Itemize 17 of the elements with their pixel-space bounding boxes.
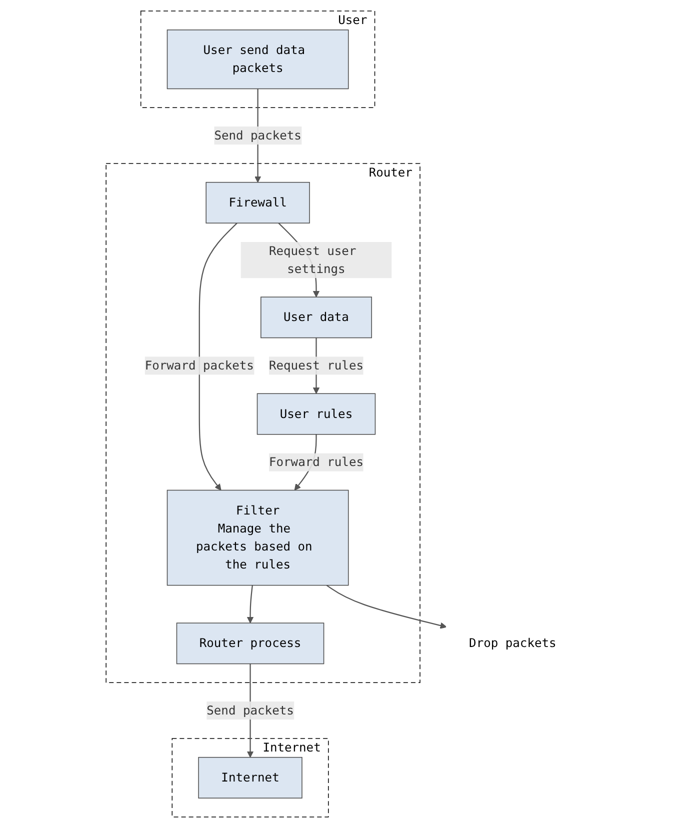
- edge-label: Request rules: [268, 358, 364, 372]
- node-box: User data: [260, 296, 372, 338]
- node-text: Drop packets: [469, 636, 556, 650]
- node-box: Filter Manage the packets based on the rules: [166, 490, 349, 586]
- arrow: [326, 584, 447, 629]
- node-box: Firewall: [206, 182, 310, 224]
- node-box: User rules: [256, 393, 376, 435]
- edge-label: Forward rules: [268, 454, 364, 470]
- node-box: User send data packets: [166, 30, 349, 90]
- arrow: [246, 585, 254, 624]
- arrow: [198, 222, 238, 491]
- edge-label: Send packets: [206, 703, 294, 718]
- node-box: Router process: [176, 622, 324, 664]
- edge-label: Request user settings: [268, 243, 356, 276]
- node-box: Internet: [198, 756, 302, 798]
- edge-label: Send packets: [214, 128, 302, 142]
- edge-label: Forward packets: [144, 358, 254, 372]
